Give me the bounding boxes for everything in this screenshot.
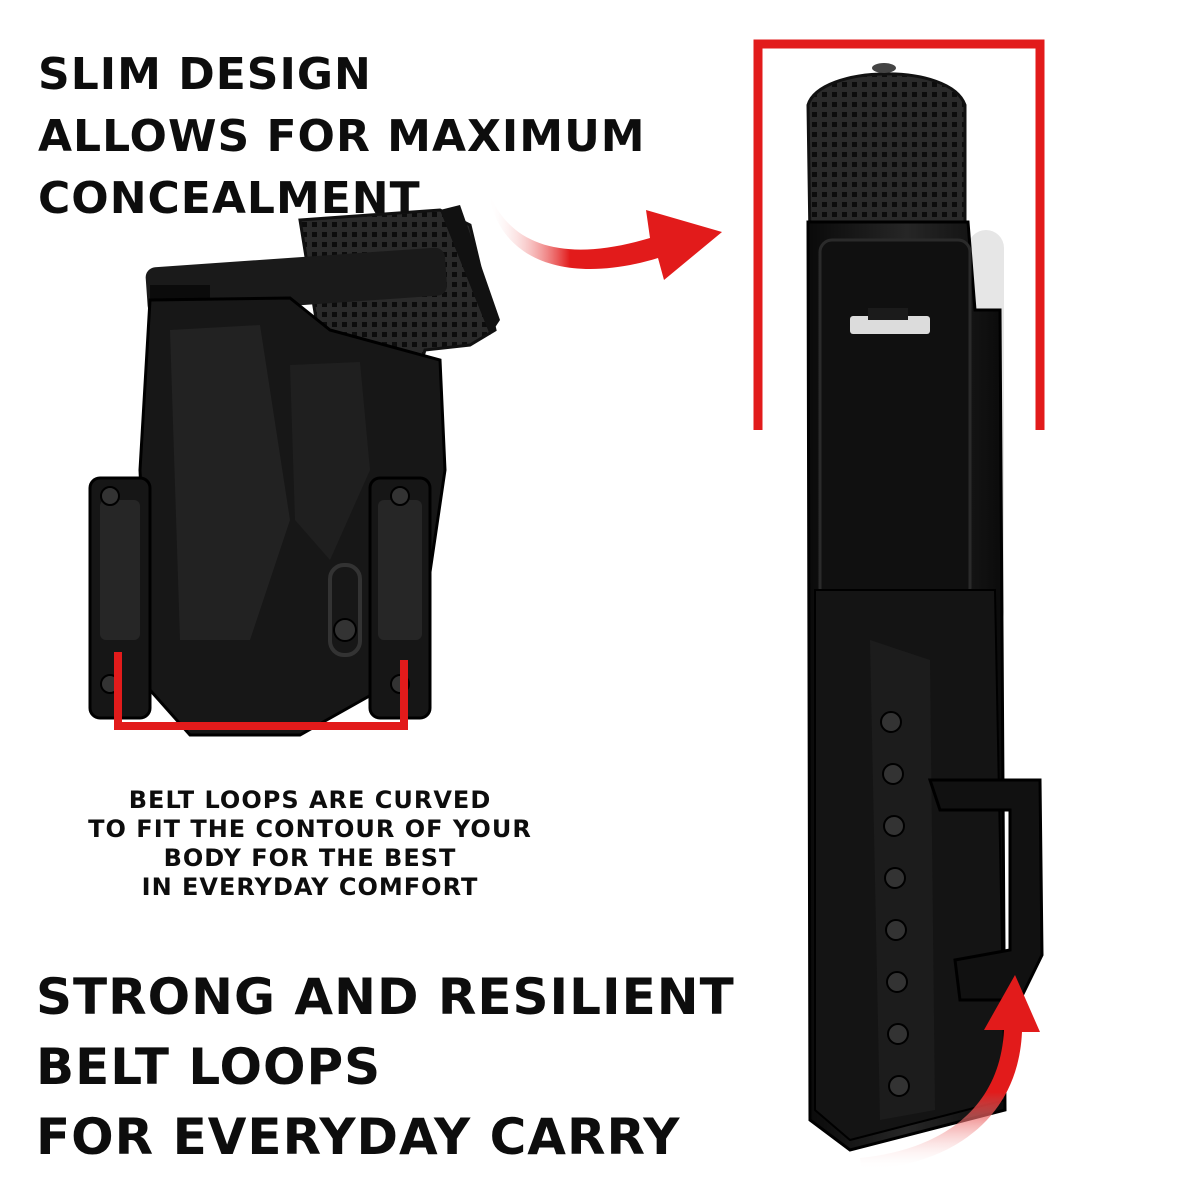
- holster-side-view-image: [88, 205, 500, 737]
- headline-line: BELT LOOPS: [36, 1038, 382, 1096]
- headline-line: ALLOWS FOR MAXIMUM: [38, 111, 646, 162]
- belt-loops-caption: BELT LOOPS ARE CURVED TO FIT THE CONTOUR…: [30, 786, 590, 902]
- headline-line: STRONG AND RESILIENT: [36, 968, 735, 1026]
- strong-resilient-headline: STRONG AND RESILIENT BELT LOOPS FOR EVER…: [36, 962, 735, 1172]
- caption-line: BELT LOOPS ARE CURVED: [128, 786, 492, 814]
- caption-line: BODY FOR THE BEST: [163, 844, 457, 872]
- headline-line: SLIM DESIGN: [38, 49, 372, 100]
- slim-design-headline: SLIM DESIGN ALLOWS FOR MAXIMUM CONCEALME…: [38, 44, 646, 230]
- curved-arrow-up-icon: [860, 975, 1040, 1170]
- headline-line: FOR EVERYDAY CARRY: [36, 1108, 681, 1166]
- belt-loop-highlight-bracket: [114, 652, 408, 730]
- headline-line: CONCEALMENT: [38, 173, 421, 224]
- concealment-highlight-bracket: [753, 39, 1045, 430]
- holster-top-view-image: [753, 39, 1045, 1152]
- caption-line: IN EVERYDAY COMFORT: [141, 873, 479, 901]
- curved-arrow-right-icon: [488, 190, 722, 280]
- caption-line: TO FIT THE CONTOUR OF YOUR: [88, 815, 532, 843]
